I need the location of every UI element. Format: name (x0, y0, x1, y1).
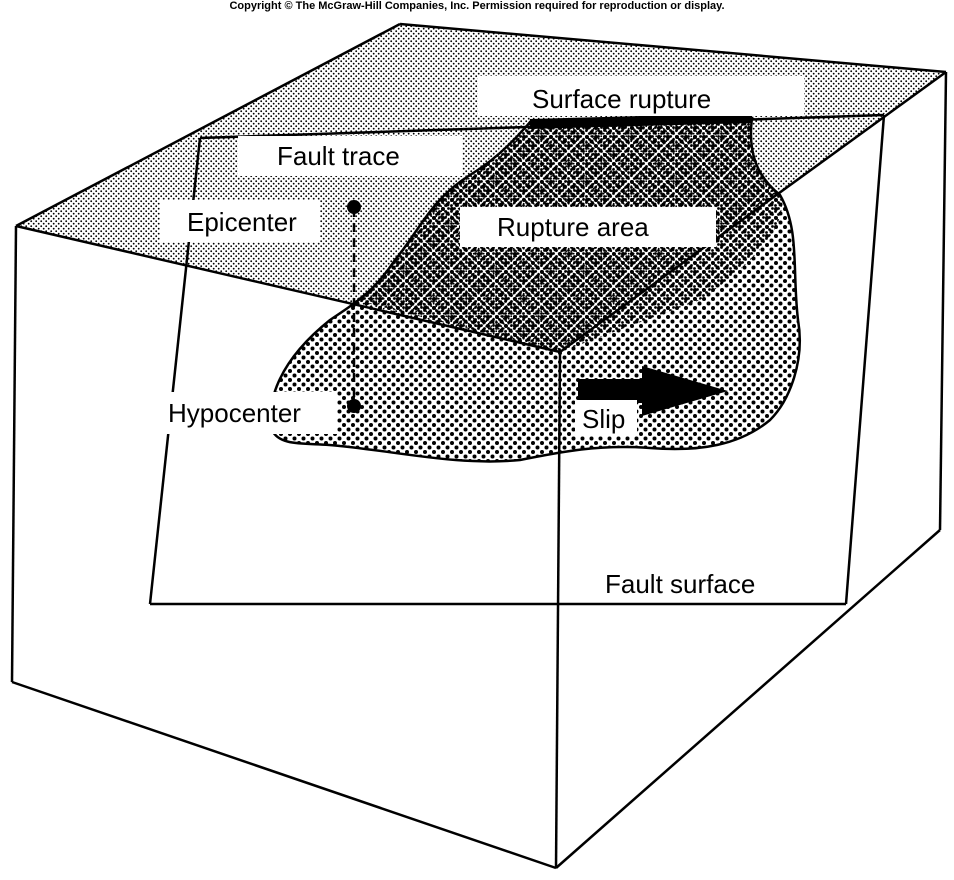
fault-trace-label: Fault trace (277, 141, 400, 171)
epicenter-dot (347, 200, 361, 214)
slip-label: Slip (582, 404, 625, 434)
epicenter-label: Epicenter (187, 207, 297, 237)
label-backgrounds (155, 76, 804, 602)
surface-rupture-line (529, 113, 753, 129)
surface-rupture-label: Surface rupture (532, 84, 711, 114)
hypocenter-label: Hypocenter (168, 398, 301, 428)
slip-arrow-icon (578, 366, 728, 416)
rupture-area-label: Rupture area (497, 212, 649, 242)
copyright-notice: Copyright © The McGraw-Hill Companies, I… (229, 0, 725, 12)
hypocenter-dot (347, 399, 361, 413)
fault-surface-label: Fault surface (605, 569, 755, 599)
block-edges (10, 22, 948, 870)
